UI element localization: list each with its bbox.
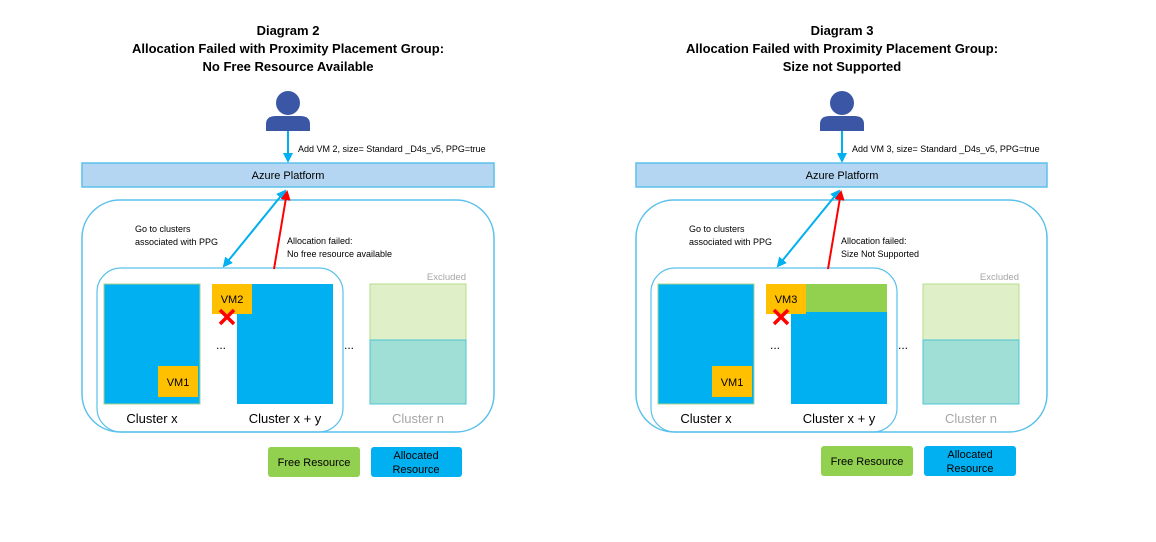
cluster-n-label: Cluster n xyxy=(945,411,997,426)
cluster-xy-label: Cluster x + y xyxy=(803,411,876,426)
cluster-n-label: Cluster n xyxy=(392,411,444,426)
ppg-cluster-group xyxy=(650,267,898,433)
cluster-xy-allocated xyxy=(791,312,887,404)
diagram-title-line-2: Allocation Failed with Proximity Placeme… xyxy=(686,41,998,56)
vm1-block xyxy=(158,366,198,397)
legend-allocated-label-line-1: Allocated xyxy=(393,450,438,462)
legend-free-label: Free Resource xyxy=(831,456,904,468)
cluster-n-allocated xyxy=(369,339,467,405)
cluster-n-free xyxy=(369,283,467,341)
request-label: Add VM 2, size= Standard _D4s_v5, PPG=tr… xyxy=(298,144,486,154)
request-label: Add VM 3, size= Standard _D4s_v5, PPG=tr… xyxy=(852,144,1040,154)
diagram-title-line-1: Diagram 2 xyxy=(257,23,320,38)
diagram-title-line-1: Diagram 3 xyxy=(811,23,874,38)
ellipsis: ... xyxy=(770,338,780,352)
legend-free-swatch xyxy=(268,447,360,477)
excluded-label: Excluded xyxy=(980,272,1019,283)
ellipsis: ... xyxy=(898,338,908,352)
goto-label-line-1: Go to clusters xyxy=(135,224,191,234)
failure-label-line-1: Allocation failed: xyxy=(287,236,353,246)
diagram-title-line-2: Allocation Failed with Proximity Placeme… xyxy=(132,41,444,56)
excluded-label: Excluded xyxy=(427,272,466,283)
user-icon xyxy=(266,91,310,131)
failure-label-line-2: Size Not Supported xyxy=(841,249,919,259)
cluster-xy-free xyxy=(791,284,887,312)
legend-allocated-label-line-1: Allocated xyxy=(947,449,992,461)
cluster-x-label: Cluster x xyxy=(126,411,178,426)
ellipsis: ... xyxy=(344,338,354,352)
goto-label-line-2: associated with PPG xyxy=(689,237,772,247)
failure-label-line-1: Allocation failed: xyxy=(841,236,907,246)
legend-allocated-swatch xyxy=(371,447,462,477)
failed-x-icon xyxy=(218,308,236,326)
vm1-label: VM1 xyxy=(167,377,190,389)
legend-allocated-swatch xyxy=(924,446,1016,476)
diagram-title-line-3: No Free Resource Available xyxy=(203,59,374,74)
azure-platform-label: Azure Platform xyxy=(252,170,325,182)
diagram-3: Diagram 3 Allocation Failed with Proximi… xyxy=(635,23,1048,476)
vm2-block xyxy=(212,284,252,314)
failure-label-line-2: No free resource available xyxy=(287,249,392,259)
cluster-x-label: Cluster x xyxy=(680,411,732,426)
goto-label-line-1: Go to clusters xyxy=(689,224,745,234)
legend-free-label: Free Resource xyxy=(278,457,351,469)
cluster-xy-allocated xyxy=(237,284,333,404)
cluster-n-allocated xyxy=(922,339,1020,405)
diagram-2: Diagram 2 Allocation Failed with Proximi… xyxy=(81,23,495,477)
failure-arrow xyxy=(827,190,845,270)
legend-free-swatch xyxy=(821,446,913,476)
vm1-block xyxy=(712,366,752,397)
user-icon xyxy=(820,91,864,131)
ellipsis: ... xyxy=(216,338,226,352)
failed-x-icon xyxy=(772,308,790,326)
ppg-cluster-group xyxy=(96,267,344,433)
cluster-xy-label: Cluster x + y xyxy=(249,411,322,426)
goto-clusters-arrow xyxy=(222,189,287,268)
azure-platform-bar xyxy=(81,162,495,188)
azure-platform-bar xyxy=(635,162,1048,188)
failure-arrow xyxy=(273,190,291,270)
goto-label-line-2: associated with PPG xyxy=(135,237,218,247)
vm3-label: VM3 xyxy=(775,294,798,306)
diagram-title-line-3: Size not Supported xyxy=(783,59,902,74)
vm1-label: VM1 xyxy=(721,377,744,389)
cluster-n-free xyxy=(922,283,1020,341)
vm2-label: VM2 xyxy=(221,294,244,306)
vm3-block xyxy=(766,284,806,314)
legend-allocated-label-line-2: Resource xyxy=(946,463,993,475)
goto-clusters-arrow xyxy=(776,189,841,268)
azure-platform-label: Azure Platform xyxy=(806,170,879,182)
legend-allocated-label-line-2: Resource xyxy=(392,464,439,476)
